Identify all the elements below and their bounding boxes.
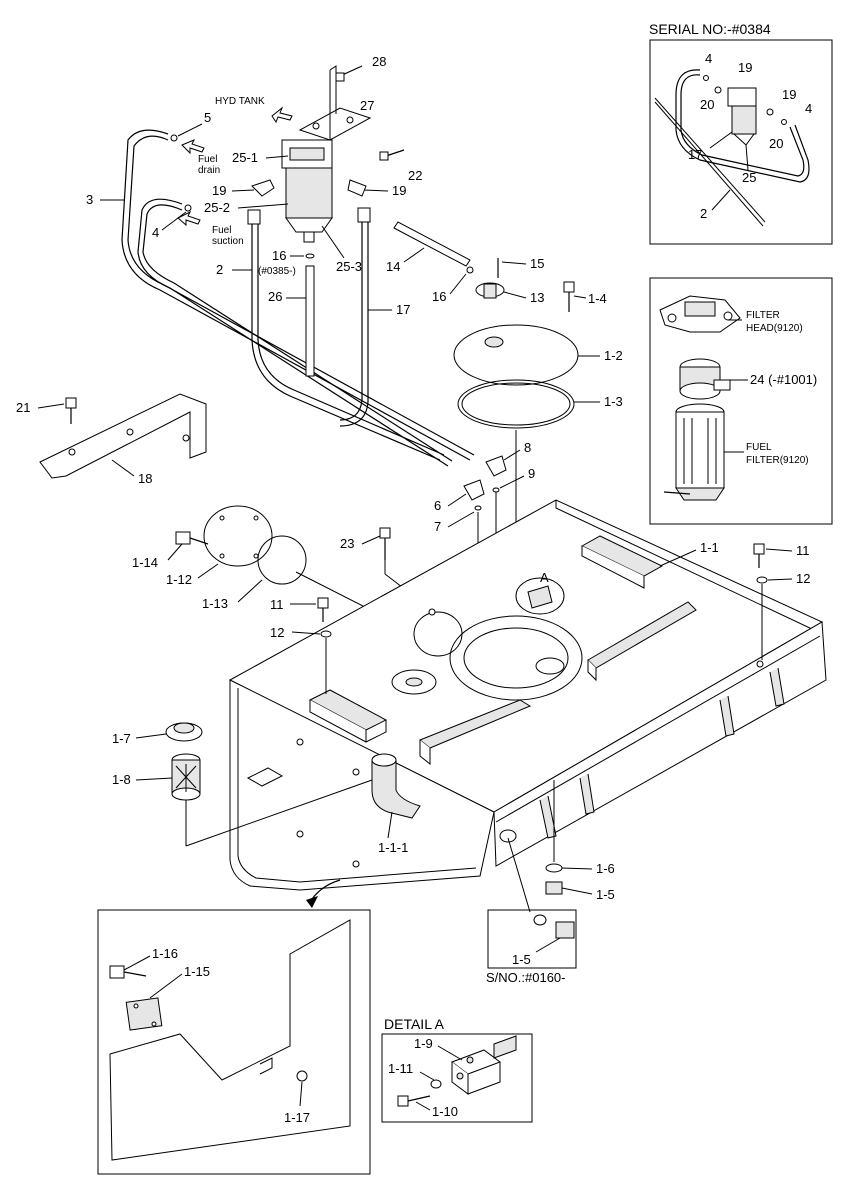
serial-callout-19b: 19 xyxy=(782,87,796,102)
filter-callout-24: 24 (-#1001) xyxy=(750,372,817,387)
callout-12b: 12 xyxy=(796,571,810,586)
serial-inset: SERIAL NO:-#0384 4 19 20 19 4 20 17 25 2 xyxy=(649,21,833,245)
callout-1-10: 1-10 xyxy=(432,1104,458,1119)
callout-25-2: 25-2 xyxy=(204,200,230,215)
cover-plate: 1-14 1-12 1-13 xyxy=(132,505,431,641)
callout-15: 15 xyxy=(530,256,544,271)
callout-7: 7 xyxy=(434,519,441,534)
callout-12a: 12 xyxy=(270,625,284,640)
serial-callout-25: 25 xyxy=(742,170,756,185)
callout-1-9: 1-9 xyxy=(414,1036,433,1051)
callout-1-16: 1-16 xyxy=(152,946,178,961)
callout-19b: 19 xyxy=(392,183,406,198)
callout-5: 5 xyxy=(204,110,211,125)
callout-6: 6 xyxy=(434,498,441,513)
callout-22: 22 xyxy=(408,168,422,183)
callout-11a: 11 xyxy=(270,597,284,612)
callout-8: 8 xyxy=(524,440,531,455)
fuel-suction-line2: suction xyxy=(212,236,244,247)
serial-callout-19a: 19 xyxy=(738,60,752,75)
callout-1-2: 1-2 xyxy=(604,348,623,363)
serial-0160-note: S/NO.:#0160- xyxy=(486,970,566,985)
fuel-filter-line1: FUEL xyxy=(746,442,772,453)
callout-21: 21 xyxy=(16,400,30,415)
fuel-filter-line2: FILTER(9120) xyxy=(746,455,809,466)
callout-1-5b: 1-5 xyxy=(512,952,531,967)
filter-inset: FILTER HEAD(9120) 24 (-#1001) FUEL FILTE… xyxy=(649,277,833,525)
fuel-drain-line2: drain xyxy=(198,165,220,176)
callout-13: 13 xyxy=(530,290,544,305)
callout-1-4: 1-4 xyxy=(588,291,607,306)
callout-17: 17 xyxy=(396,302,410,317)
callout-16b: 16 xyxy=(432,289,446,304)
callout-1-11: 1-11 xyxy=(388,1061,413,1076)
callout-1-12: 1-12 xyxy=(166,572,192,587)
sender-assembly: 15 16 13 1-4 1-2 1-3 xyxy=(432,256,623,650)
callout-16a: 16 xyxy=(272,248,286,263)
callout-26: 26 xyxy=(268,289,282,304)
callout-3: 3 xyxy=(86,192,93,207)
fuel-drain-line1: Fuel xyxy=(198,154,217,165)
filter-assembly: 28 27 HYD TANK 19 19 25-1 25-2 25-3 22 F… xyxy=(16,54,475,486)
detail-a-marker: A xyxy=(540,570,549,585)
hyd-tank-note: HYD TANK xyxy=(215,96,265,107)
callout-4: 4 xyxy=(152,225,159,240)
callout-25-1: 25-1 xyxy=(232,150,258,165)
callout-11b: 11 xyxy=(796,543,810,558)
callout-1-1: 1-1 xyxy=(700,540,719,555)
callout-28: 28 xyxy=(372,54,386,69)
serial-0385-note: (#0385-) xyxy=(258,266,296,277)
fuel-tank-body: A 1-1 1-1-1 11 12 11 12 xyxy=(228,499,827,891)
callout-1-13: 1-13 xyxy=(202,596,228,611)
callout-18: 18 xyxy=(138,471,152,486)
callout-1-5: 1-5 xyxy=(596,887,615,902)
callout-1-15: 1-15 xyxy=(184,964,210,979)
callout-1-17: 1-17 xyxy=(284,1110,310,1125)
callout-19a: 19 xyxy=(212,183,226,198)
drain-plug: 1-6 1-5 1-5 S/NO.:#0160- xyxy=(486,780,615,985)
detail-a-inset: DETAIL A 1-9 1-11 1-10 xyxy=(381,1016,533,1123)
strainer: 1-7 1-8 xyxy=(112,722,373,847)
filter-head-line1: FILTER xyxy=(746,310,780,321)
filter-head-line2: HEAD(9120) xyxy=(746,323,803,334)
callout-27: 27 xyxy=(360,98,374,113)
callout-23: 23 xyxy=(340,536,354,551)
callout-1-7: 1-7 xyxy=(112,731,131,746)
serial-callout-17: 17 xyxy=(688,147,702,162)
callout-25-3: 25-3 xyxy=(336,259,362,274)
callout-9: 9 xyxy=(528,466,535,481)
detail-a-header: DETAIL A xyxy=(384,1016,445,1032)
callout-14: 14 xyxy=(386,259,400,274)
callout-1-8: 1-8 xyxy=(112,772,131,787)
fuel-suction-line1: Fuel xyxy=(212,225,231,236)
serial-callout-4b: 4 xyxy=(805,101,812,116)
callout-2: 2 xyxy=(216,262,223,277)
callout-1-1-1: 1-1-1 xyxy=(378,840,408,855)
serial-callout-2: 2 xyxy=(700,206,707,221)
callout-1-6: 1-6 xyxy=(596,861,615,876)
callout-1-3: 1-3 xyxy=(604,394,623,409)
serial-callout-4a: 4 xyxy=(705,51,712,66)
serial-callout-20a: 20 xyxy=(700,97,714,112)
serial-callout-20b: 20 xyxy=(769,136,783,151)
callout-1-14: 1-14 xyxy=(132,555,158,570)
serial-header: SERIAL NO:-#0384 xyxy=(649,21,771,37)
lower-detail-inset: 1-16 1-15 1-17 xyxy=(97,879,371,1175)
